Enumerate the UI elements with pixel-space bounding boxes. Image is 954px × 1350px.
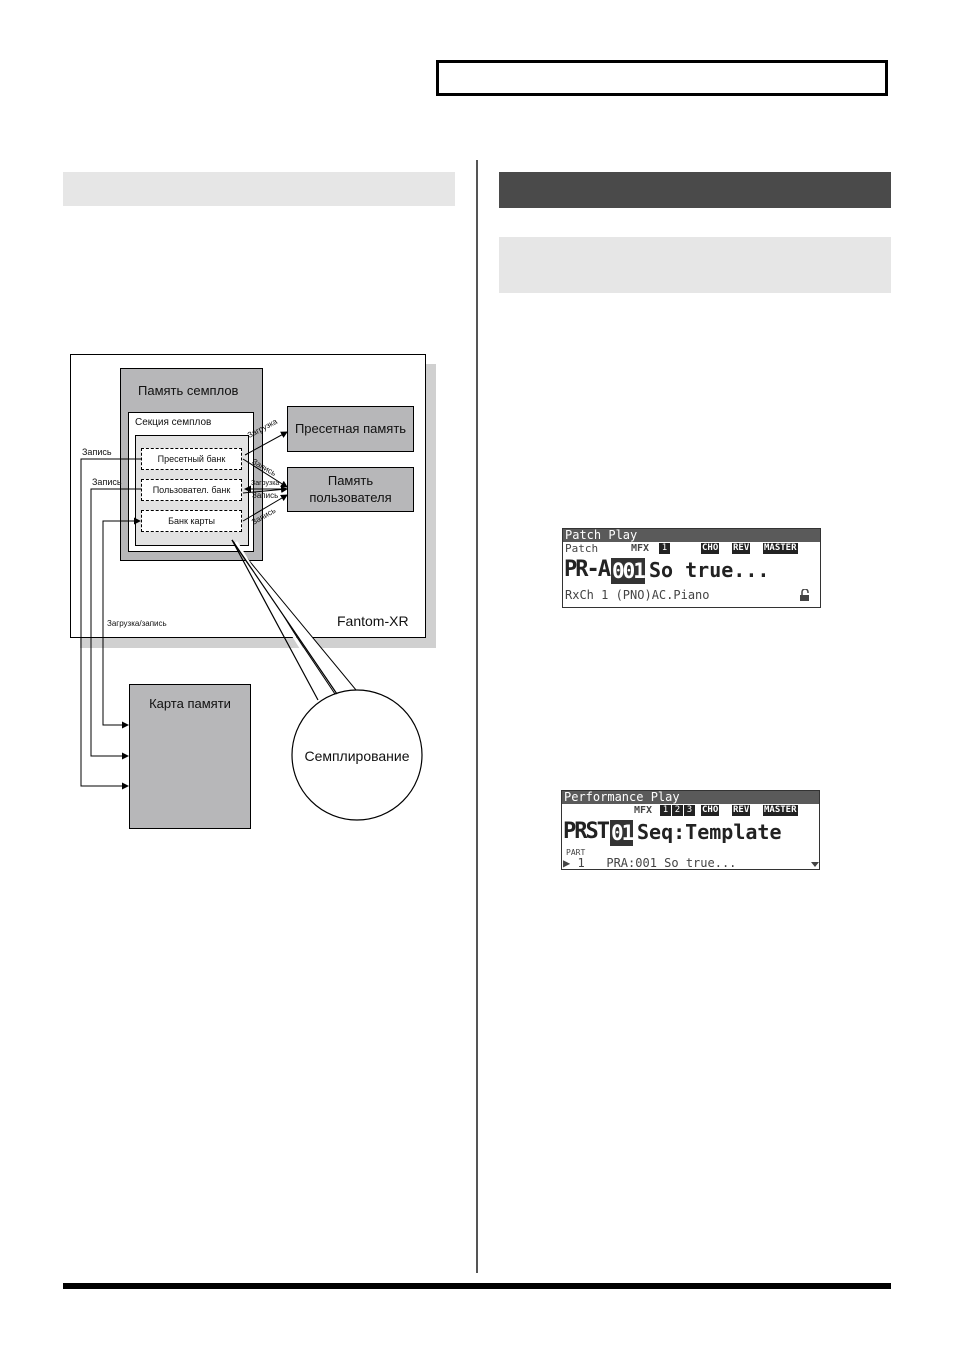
lcd-patch-bank: PR-A [564, 557, 611, 582]
lcd-patch-play: Patch Play Patch MFX 1 CHO REV MASTER PR… [562, 528, 821, 608]
preset-memory-box: Пресетная память [287, 406, 414, 452]
lcd-patch-bottom: RxCh 1 (PNO)AC.Piano [565, 588, 710, 602]
lcd-perf-part-label: PART [566, 848, 586, 857]
device-name-label: Fantom-XR [337, 613, 409, 629]
lcd-perf-mfx-1: 1 [660, 805, 671, 816]
lcd-perf-master: MASTER [763, 805, 798, 816]
lcd-patch-name: So true... [649, 558, 770, 582]
lcd-perf-name: Seq:Template [637, 820, 782, 844]
header-box [436, 60, 888, 96]
sampling-label: Семплирование [304, 748, 410, 764]
triangle-down-icon [811, 862, 819, 867]
memory-card-label: Карта памяти [149, 696, 231, 711]
card-bank-box: Банк карты [141, 510, 242, 532]
preset-bank-box: Пресетный банк [141, 448, 242, 470]
lcd-perf-mfx: MFX [634, 805, 653, 816]
lcd-perf-mfx-2: 2 [672, 805, 683, 816]
lcd-patch-header: Patch Play [563, 529, 820, 542]
column-divider [476, 160, 478, 1273]
footer-rule [63, 1283, 891, 1289]
load-write-label: Загрузка/запись [107, 619, 167, 628]
memory-card-box [129, 684, 251, 829]
lcd-perf-part-row: ▶ 1 PRA:001 So true... [563, 856, 737, 870]
lcd-patch-row2-left: Patch [565, 542, 599, 555]
lcd-perf-rev: REV [732, 805, 751, 816]
lcd-perf-bank: PRST [563, 819, 610, 844]
right-chapter-bar [499, 172, 891, 208]
lcd-performance-play: Performance Play MFX 1 2 3 CHO REV MASTE… [561, 790, 820, 870]
user-memory-label-1: Память [327, 473, 374, 488]
user-memory-label-2: пользователя [309, 490, 392, 505]
lock-open-icon [800, 589, 809, 601]
lcd-patch-mfx-num: 1 [659, 543, 670, 554]
write-label-2: Запись [92, 477, 122, 487]
lcd-perf-cho: CHO [701, 805, 720, 816]
lcd-patch-number: 001 [611, 558, 646, 584]
right-section-bar [499, 237, 891, 293]
arrow-write-label-2: Запись [252, 491, 279, 500]
lcd-perf-number: 01 [610, 820, 634, 846]
lcd-patch-cho: CHO [701, 543, 720, 554]
lcd-patch-master: MASTER [763, 543, 798, 554]
lcd-patch-rev: REV [732, 543, 751, 554]
user-memory-box [287, 467, 414, 512]
lcd-patch-mfx: MFX [631, 543, 650, 554]
write-label-1: Запись [82, 447, 112, 457]
user-bank-box: Пользовател. банк [141, 479, 242, 501]
arrow-load-label-2: Загрузка [251, 480, 280, 487]
sample-section-label: Секция семплов [135, 417, 212, 428]
sample-memory-label: Память семплов [138, 383, 239, 398]
left-section-bar [63, 172, 455, 206]
lcd-perf-header: Performance Play [562, 791, 819, 804]
lcd-perf-mfx-3: 3 [684, 805, 695, 816]
